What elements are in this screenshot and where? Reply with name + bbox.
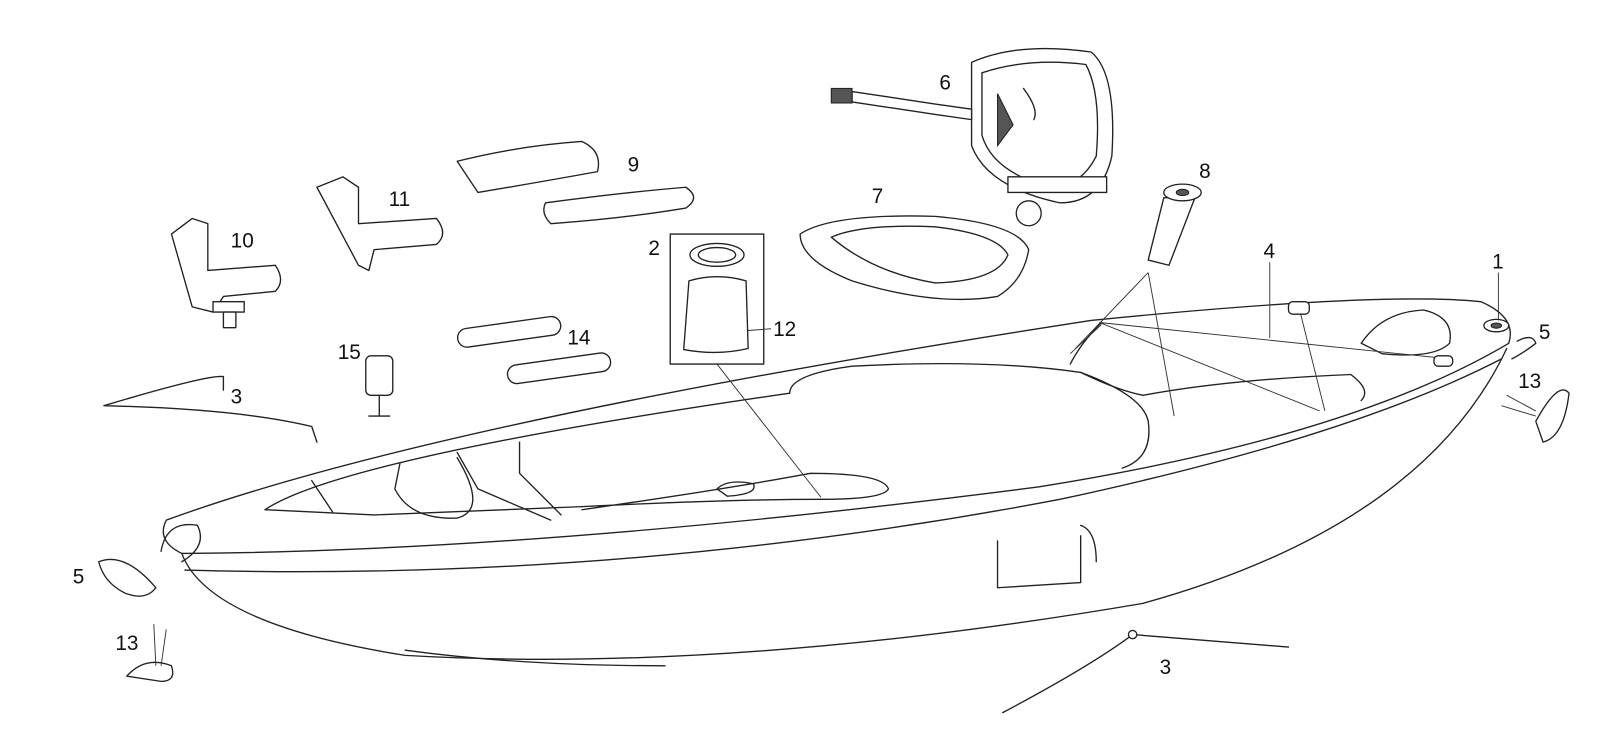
callout-12: 12 (773, 318, 796, 341)
callout-14: 14 (567, 326, 590, 349)
callout-3-bottom: 3 (1160, 656, 1172, 679)
paddle-pads-part (456, 140, 695, 225)
callout-10: 10 (231, 230, 254, 253)
callout-11: 11 (389, 188, 411, 211)
mounting-tracks-part (456, 315, 612, 385)
callout-7: 7 (872, 185, 884, 208)
deck-mount-part (365, 355, 394, 417)
callout-6: 6 (939, 71, 951, 94)
callout-2: 2 (648, 237, 660, 260)
callout-5-right: 5 (1539, 321, 1551, 344)
kayak-hull (160, 298, 1511, 667)
callout-13-right: 13 (1518, 370, 1541, 393)
rod-holders-part (170, 176, 444, 329)
rod-holder-tube-part (1147, 183, 1202, 266)
seat-back-part (830, 47, 1114, 227)
callout-15: 15 (338, 341, 361, 364)
hatch-and-bag-parts (669, 233, 765, 365)
callout-9: 9 (628, 154, 640, 177)
handles-and-feet-part (98, 336, 1570, 683)
callout-5-left: 5 (73, 566, 85, 589)
callout-1: 1 (1492, 250, 1504, 273)
callout-13-left: 13 (115, 632, 138, 655)
callout-labels: 1 2 3 3 4 5 5 6 7 8 9 10 11 12 13 13 14 … (73, 71, 1551, 679)
bungee-cords-part (103, 375, 1290, 714)
callout-4: 4 (1264, 240, 1276, 263)
callout-3-left: 3 (231, 386, 243, 409)
callout-8: 8 (1199, 160, 1211, 183)
leader-lines (716, 262, 1499, 498)
seat-pad-part (799, 215, 1030, 301)
